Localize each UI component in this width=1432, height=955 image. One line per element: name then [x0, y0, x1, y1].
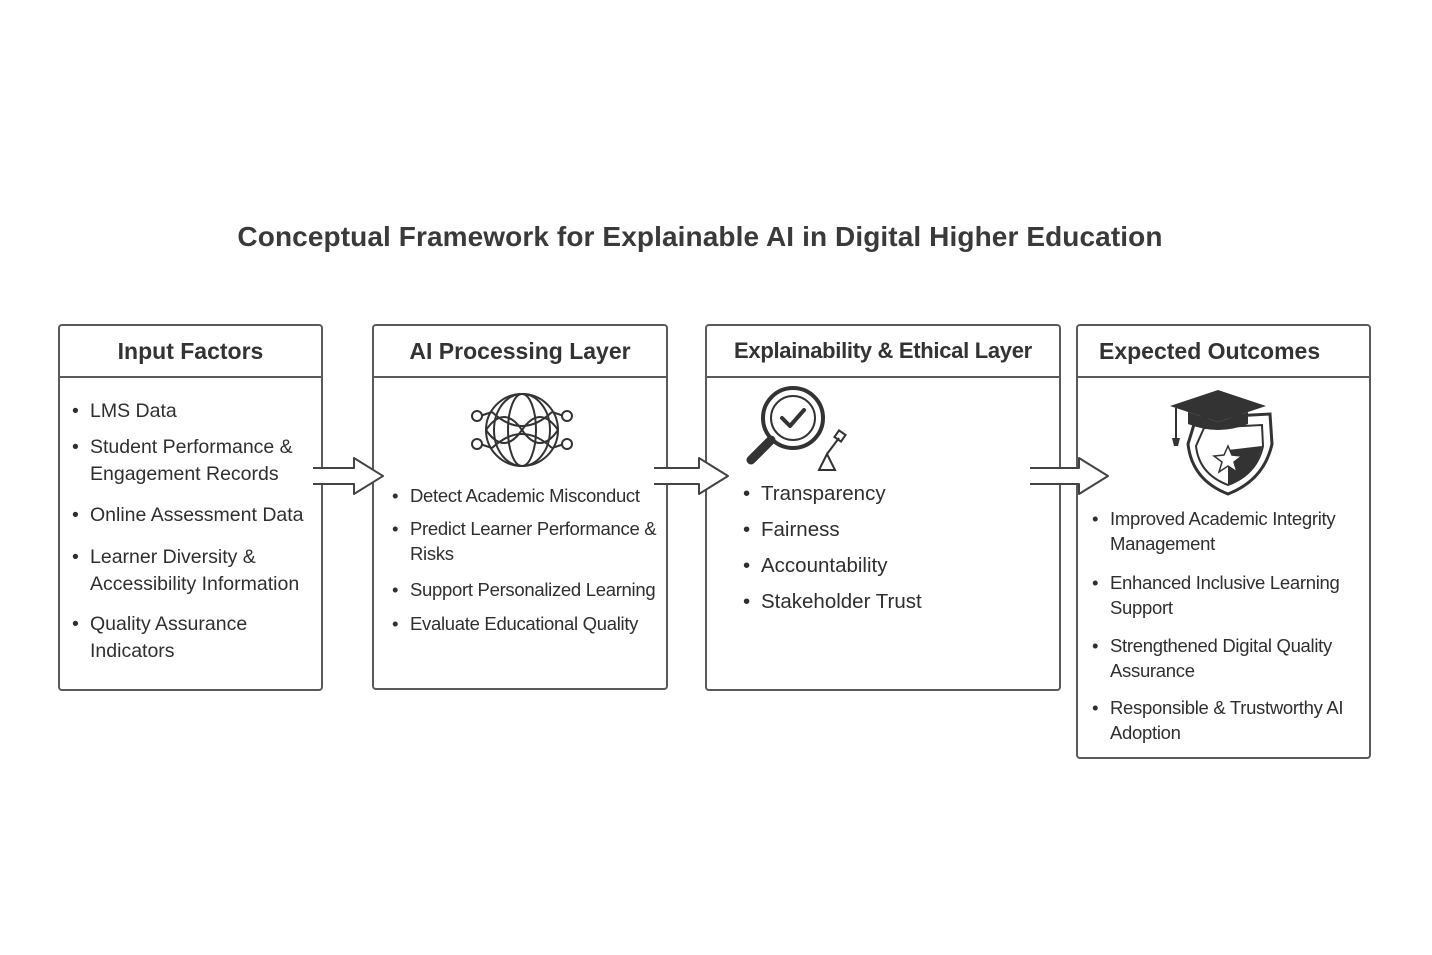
- list-item: Predict Learner Performance & Risks: [392, 516, 664, 566]
- expected-outcomes-header: Expected Outcomes: [1078, 326, 1369, 378]
- explainability-list: Transparency Fairness Accountability Sta…: [743, 481, 1043, 615]
- list-item: Improved Academic Integrity Management: [1092, 506, 1368, 556]
- arrow-right-icon: [313, 457, 384, 495]
- arrow-right-icon: [654, 457, 729, 495]
- magnifier-checkmark-icon: [746, 386, 847, 471]
- list-item: Enhanced Inclusive Learning Support: [1092, 570, 1368, 620]
- ai-processing-header: AI Processing Layer: [374, 326, 666, 378]
- list-item: Transparency: [743, 481, 1043, 507]
- neural-network-icon: [471, 393, 573, 467]
- expected-outcomes-box: Expected Outcomes Improved Academic Inte…: [1076, 324, 1371, 759]
- list-item: Strengthened Digital Quality Assurance: [1092, 633, 1368, 683]
- list-item: Responsible & Trustworthy AI Adoption: [1092, 695, 1368, 745]
- list-item: Student Performance & Engagement Records: [72, 434, 312, 488]
- explainability-header: Explainability & Ethical Layer: [707, 326, 1059, 378]
- list-item: Fairness: [743, 517, 1043, 543]
- explainability-box: Explainability & Ethical Layer Transpare…: [705, 324, 1061, 691]
- arrow-right-icon: [1030, 457, 1109, 495]
- graduation-cap-shield-icon: [1170, 390, 1274, 496]
- ai-processing-box: AI Processing Layer Detect Academic Misc…: [372, 324, 668, 690]
- input-factors-list: LMS Data Student Performance & Engagemen…: [72, 398, 312, 665]
- input-factors-box: Input Factors LMS Data Student Performan…: [58, 324, 323, 691]
- list-item: Online Assessment Data: [72, 502, 312, 529]
- list-item: Evaluate Educational Quality: [392, 611, 664, 636]
- list-item: LMS Data: [72, 398, 312, 425]
- list-item: Quality Assurance Indicators: [72, 611, 312, 665]
- list-item: Accountability: [743, 553, 1043, 579]
- list-item: Detect Academic Misconduct: [392, 483, 664, 508]
- list-item: Stakeholder Trust: [743, 589, 1043, 615]
- list-item: Support Personalized Learning: [392, 577, 664, 602]
- diagram-title: Conceptual Framework for Explainable AI …: [237, 221, 1163, 252]
- input-factors-header: Input Factors: [60, 326, 321, 378]
- ai-processing-list: Detect Academic Misconduct Predict Learn…: [392, 483, 664, 636]
- expected-outcomes-list: Improved Academic Integrity Management E…: [1092, 506, 1368, 745]
- list-item: Learner Diversity & Accessibility Inform…: [72, 544, 312, 598]
